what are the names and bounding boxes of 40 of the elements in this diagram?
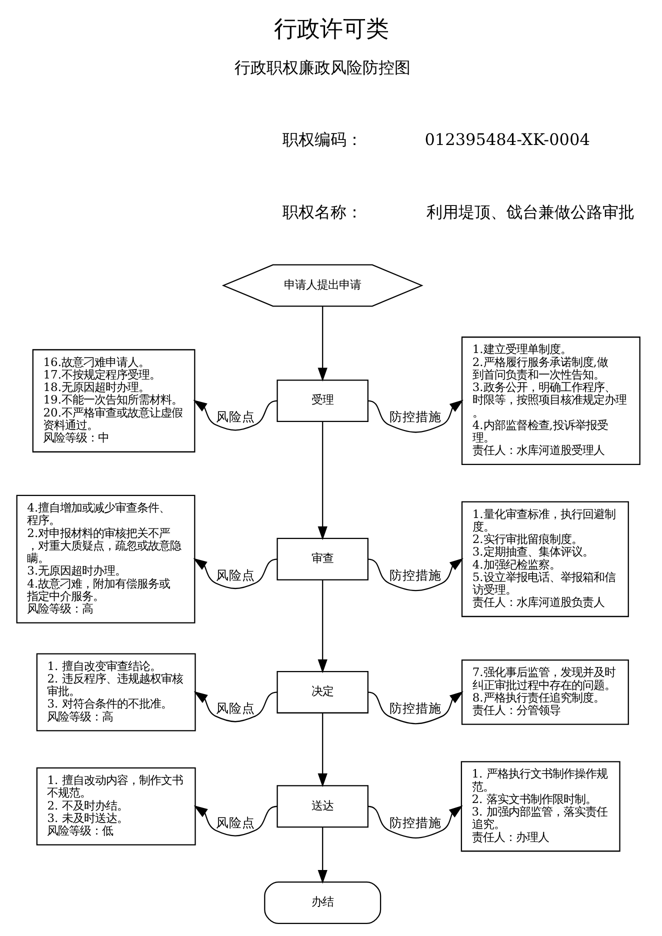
arrow <box>367 399 463 432</box>
arrow <box>192 399 277 430</box>
arrow <box>317 580 327 673</box>
edge-label: 风险点 <box>215 408 254 424</box>
node-box: 办结 <box>264 881 381 924</box>
node-box: 16.故意刁难申请人。 17.不按规定程序受理。 18.无原因超时办理。 19.不能一次告知所需材料。 20.不严格审查或故意让虚假资料通过。 风险等级：中 <box>32 348 195 452</box>
arrow <box>367 690 463 724</box>
node-box: 1. 擅自改动内容，制作文书不规范。 2. 不及时办结。 3. 未及时送达。 风险等级：低 <box>36 766 196 845</box>
label: 利用堤顶、戗台兼做公路审批 <box>426 202 634 221</box>
node-box: 送达 <box>276 784 368 828</box>
arrow <box>192 558 277 589</box>
arrow <box>317 421 327 540</box>
node-box: 受理 <box>276 379 368 422</box>
edge-label: 防控措施 <box>389 408 442 424</box>
edge-label: 防控措施 <box>389 567 442 582</box>
node-box: 决定 <box>276 670 368 713</box>
node-box: 1.建立受理单制度。 2.严格履行服务承诺制度,做到首问负责和一次性告知。 3.政务公开，明确工作程序、时限等，按照项目核准规定办理。 4.内部监督检查,投诉举报受理。 责任人：水库河道股受理人 <box>460 336 640 465</box>
arrow <box>193 690 277 722</box>
label: 职权编码： <box>282 130 362 149</box>
node-box: 1.量化审查标准，执行回避制度。 2.实行审批留痕制度。 3.定期抽查、集体评议。 4.加强纪检监察。 5.设立举报电话、举报箱和信访受理。 责任人：水库河道股负责人 <box>460 500 628 617</box>
arrow <box>367 558 463 591</box>
arrow <box>317 712 327 787</box>
label: 行政职权廉政风险防控图 <box>234 57 410 76</box>
arrow <box>193 804 277 836</box>
label: 职权名称： <box>282 202 362 221</box>
node-box: 7.强化事后监管，发现并及时纠正审批过程中存在的问题。 8.严格执行责任追究制度。 责任人：分管领导 <box>460 659 628 724</box>
arrow <box>367 804 462 838</box>
edge-label: 防控措施 <box>389 700 442 716</box>
node-box: 1. 擅自改变审查结论。 2. 违反程序、违规越权审核审批。 3. 对符合条件的不批准。 风险等级：高 <box>36 652 196 731</box>
edge-label: 风险点 <box>215 567 254 582</box>
node-box: 审查 <box>276 537 368 580</box>
edge-label: 风险点 <box>215 700 254 716</box>
edge-label: 防控措施 <box>389 814 442 830</box>
arrow <box>317 306 327 382</box>
diagram-title: 行政许可类 <box>274 16 388 42</box>
node-box: 1. 严格执行文书制作操作规范。 2. 落实文书制作限时制。 3. 加强内部监管，落实责任追究。 责任人：办理人 <box>460 760 620 852</box>
arrow <box>317 826 327 884</box>
edge-label: 风险点 <box>215 814 254 830</box>
label: 012395484-XK-0004 <box>424 130 590 149</box>
node-box: 4.擅自增加或减少审查条件、程序。 2.对申报材料的审核把关不严，对重大质疑点，疏忽或故意隐瞒。 3.无原因超时办理。 4.故意刁难，附加有偿服务或指定中介服务。 风险等级：高 <box>16 494 195 623</box>
